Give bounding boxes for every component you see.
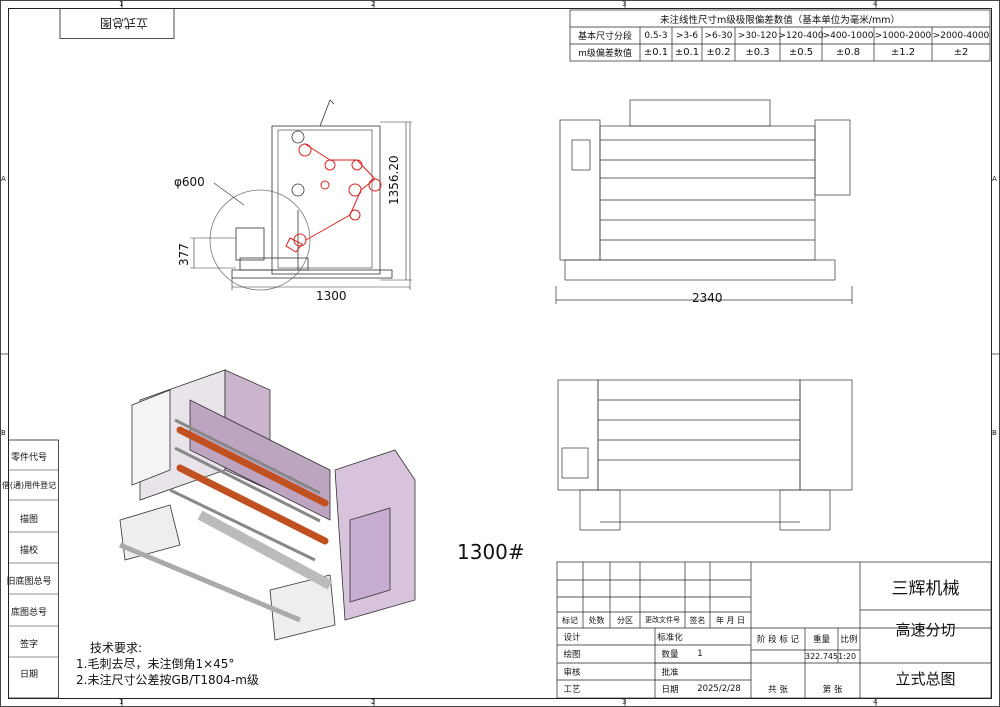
front-view xyxy=(555,99,853,304)
tech-requirement-item: 1.毛刺去尽，未注倒角1×45° xyxy=(76,657,235,671)
dim-left: 377 xyxy=(177,243,191,266)
rev-header: 处数 xyxy=(588,615,605,625)
side-view-web-path xyxy=(285,143,382,253)
dim-front-width: 2340 xyxy=(692,291,723,305)
label-date: 日期 xyxy=(661,685,679,695)
rev-header: 更改文件号 xyxy=(645,616,680,624)
dim-height: 1356.20 xyxy=(387,155,401,205)
left-label-master-no: 底图总号 xyxy=(10,608,47,618)
border-number-top: 1 xyxy=(119,0,124,8)
border-letter-right: A xyxy=(992,175,997,183)
tech-requirement-item: 2.未注尺寸公差按GB/T1804-m级 xyxy=(76,673,259,687)
tolerance-range: >30-120 xyxy=(737,30,778,41)
left-label-old-master-no: 旧底图总号 xyxy=(6,577,52,587)
tolerance-deviation: ±0.1 xyxy=(643,47,669,58)
tolerance-range: >1000-2000 xyxy=(874,30,932,41)
title-block-grid xyxy=(556,561,992,699)
dim-diameter: φ600 xyxy=(174,175,205,189)
rev-header: 签名 xyxy=(689,615,706,625)
model-label: 1300# xyxy=(457,540,525,564)
left-label-part-code: 零件代号 xyxy=(10,453,47,463)
tolerance-deviation: ±0.1 xyxy=(674,47,700,58)
label-craft: 工艺 xyxy=(563,685,581,695)
label-stage-mark: 阶 段 标 记 xyxy=(756,635,800,645)
tolerance-range: >400-1000 xyxy=(822,30,874,41)
isometric-view xyxy=(119,369,416,641)
tolerance-deviation: ±0.8 xyxy=(835,47,861,58)
tolerance-range: >120-400 xyxy=(778,30,824,41)
tolerance-range: 0.5-3 xyxy=(644,30,668,41)
tolerance-row2-head: m级偏差数值 xyxy=(578,49,632,59)
tolerance-table-title: 未注线性尺寸m级极限偏差数值（基本单位为毫米/mm） xyxy=(660,14,900,26)
label-review: 审核 xyxy=(563,667,581,678)
side-view xyxy=(209,99,393,291)
drawing-stamp: 立式总图 xyxy=(100,16,149,30)
border-number-bottom: 1 xyxy=(119,698,124,706)
border-letter-left: B xyxy=(1,429,6,437)
date-value: 2025/2/28 xyxy=(697,684,741,694)
border-number-top: 4 xyxy=(873,0,878,8)
drawing-name: 立式总图 xyxy=(895,669,956,688)
tolerance-deviation: ±2 xyxy=(953,47,969,58)
quantity-value: 1 xyxy=(697,649,703,659)
border-number-bottom: 3 xyxy=(622,698,627,706)
border-letter-right: B xyxy=(992,429,997,437)
border-number-bottom: 4 xyxy=(873,698,878,706)
left-label-trace-check: 描校 xyxy=(19,546,38,556)
company-name: 三辉机械 xyxy=(891,578,960,599)
rev-header: 标记 xyxy=(562,615,578,625)
label-design: 设计 xyxy=(563,632,581,643)
label-approve: 批准 xyxy=(661,667,679,678)
tolerance-deviation: ±0.2 xyxy=(706,47,731,58)
left-label-date: 日期 xyxy=(19,670,38,680)
label-quantity: 数量 xyxy=(661,650,679,660)
left-label-tracing: 描图 xyxy=(19,515,38,525)
label-drawing: 绘图 xyxy=(563,650,581,660)
weight-scale-value: 322.7451:20 xyxy=(805,652,857,661)
border-number-top: 3 xyxy=(622,0,627,8)
left-label-signature: 签字 xyxy=(19,640,38,650)
top-view xyxy=(557,379,853,531)
tolerance-range: >6-30 xyxy=(704,30,733,41)
rev-header: 年 月 日 xyxy=(715,615,746,625)
border-number-top: 2 xyxy=(371,0,376,8)
dim-side-width: 1300 xyxy=(316,289,347,303)
label-scale: 比例 xyxy=(840,635,858,645)
tolerance-deviation: ±1.2 xyxy=(890,47,916,58)
tolerance-range: >2000-4000 xyxy=(932,30,990,41)
border-number-bottom: 2 xyxy=(371,698,376,706)
tolerance-row1-head: 基本尺寸分段 xyxy=(577,32,632,42)
rev-header: 分区 xyxy=(617,615,633,625)
label-total-sheets: 共 张 xyxy=(768,685,788,695)
label-sheet-number: 第 张 xyxy=(822,685,843,695)
tech-requirements-title: 技术要求: xyxy=(90,641,143,655)
tolerance-range: >3-6 xyxy=(675,30,699,41)
label-weight: 重量 xyxy=(812,635,830,645)
border-letter-left: A xyxy=(1,175,6,183)
tolerance-deviation: ±0.3 xyxy=(745,47,770,58)
left-label-borrow-register: 借(通)用件登记 xyxy=(1,481,57,490)
tolerance-deviation: ±0.5 xyxy=(788,47,814,58)
label-standardization: 标准化 xyxy=(657,632,683,643)
product-name: 高速分切 xyxy=(895,620,956,639)
